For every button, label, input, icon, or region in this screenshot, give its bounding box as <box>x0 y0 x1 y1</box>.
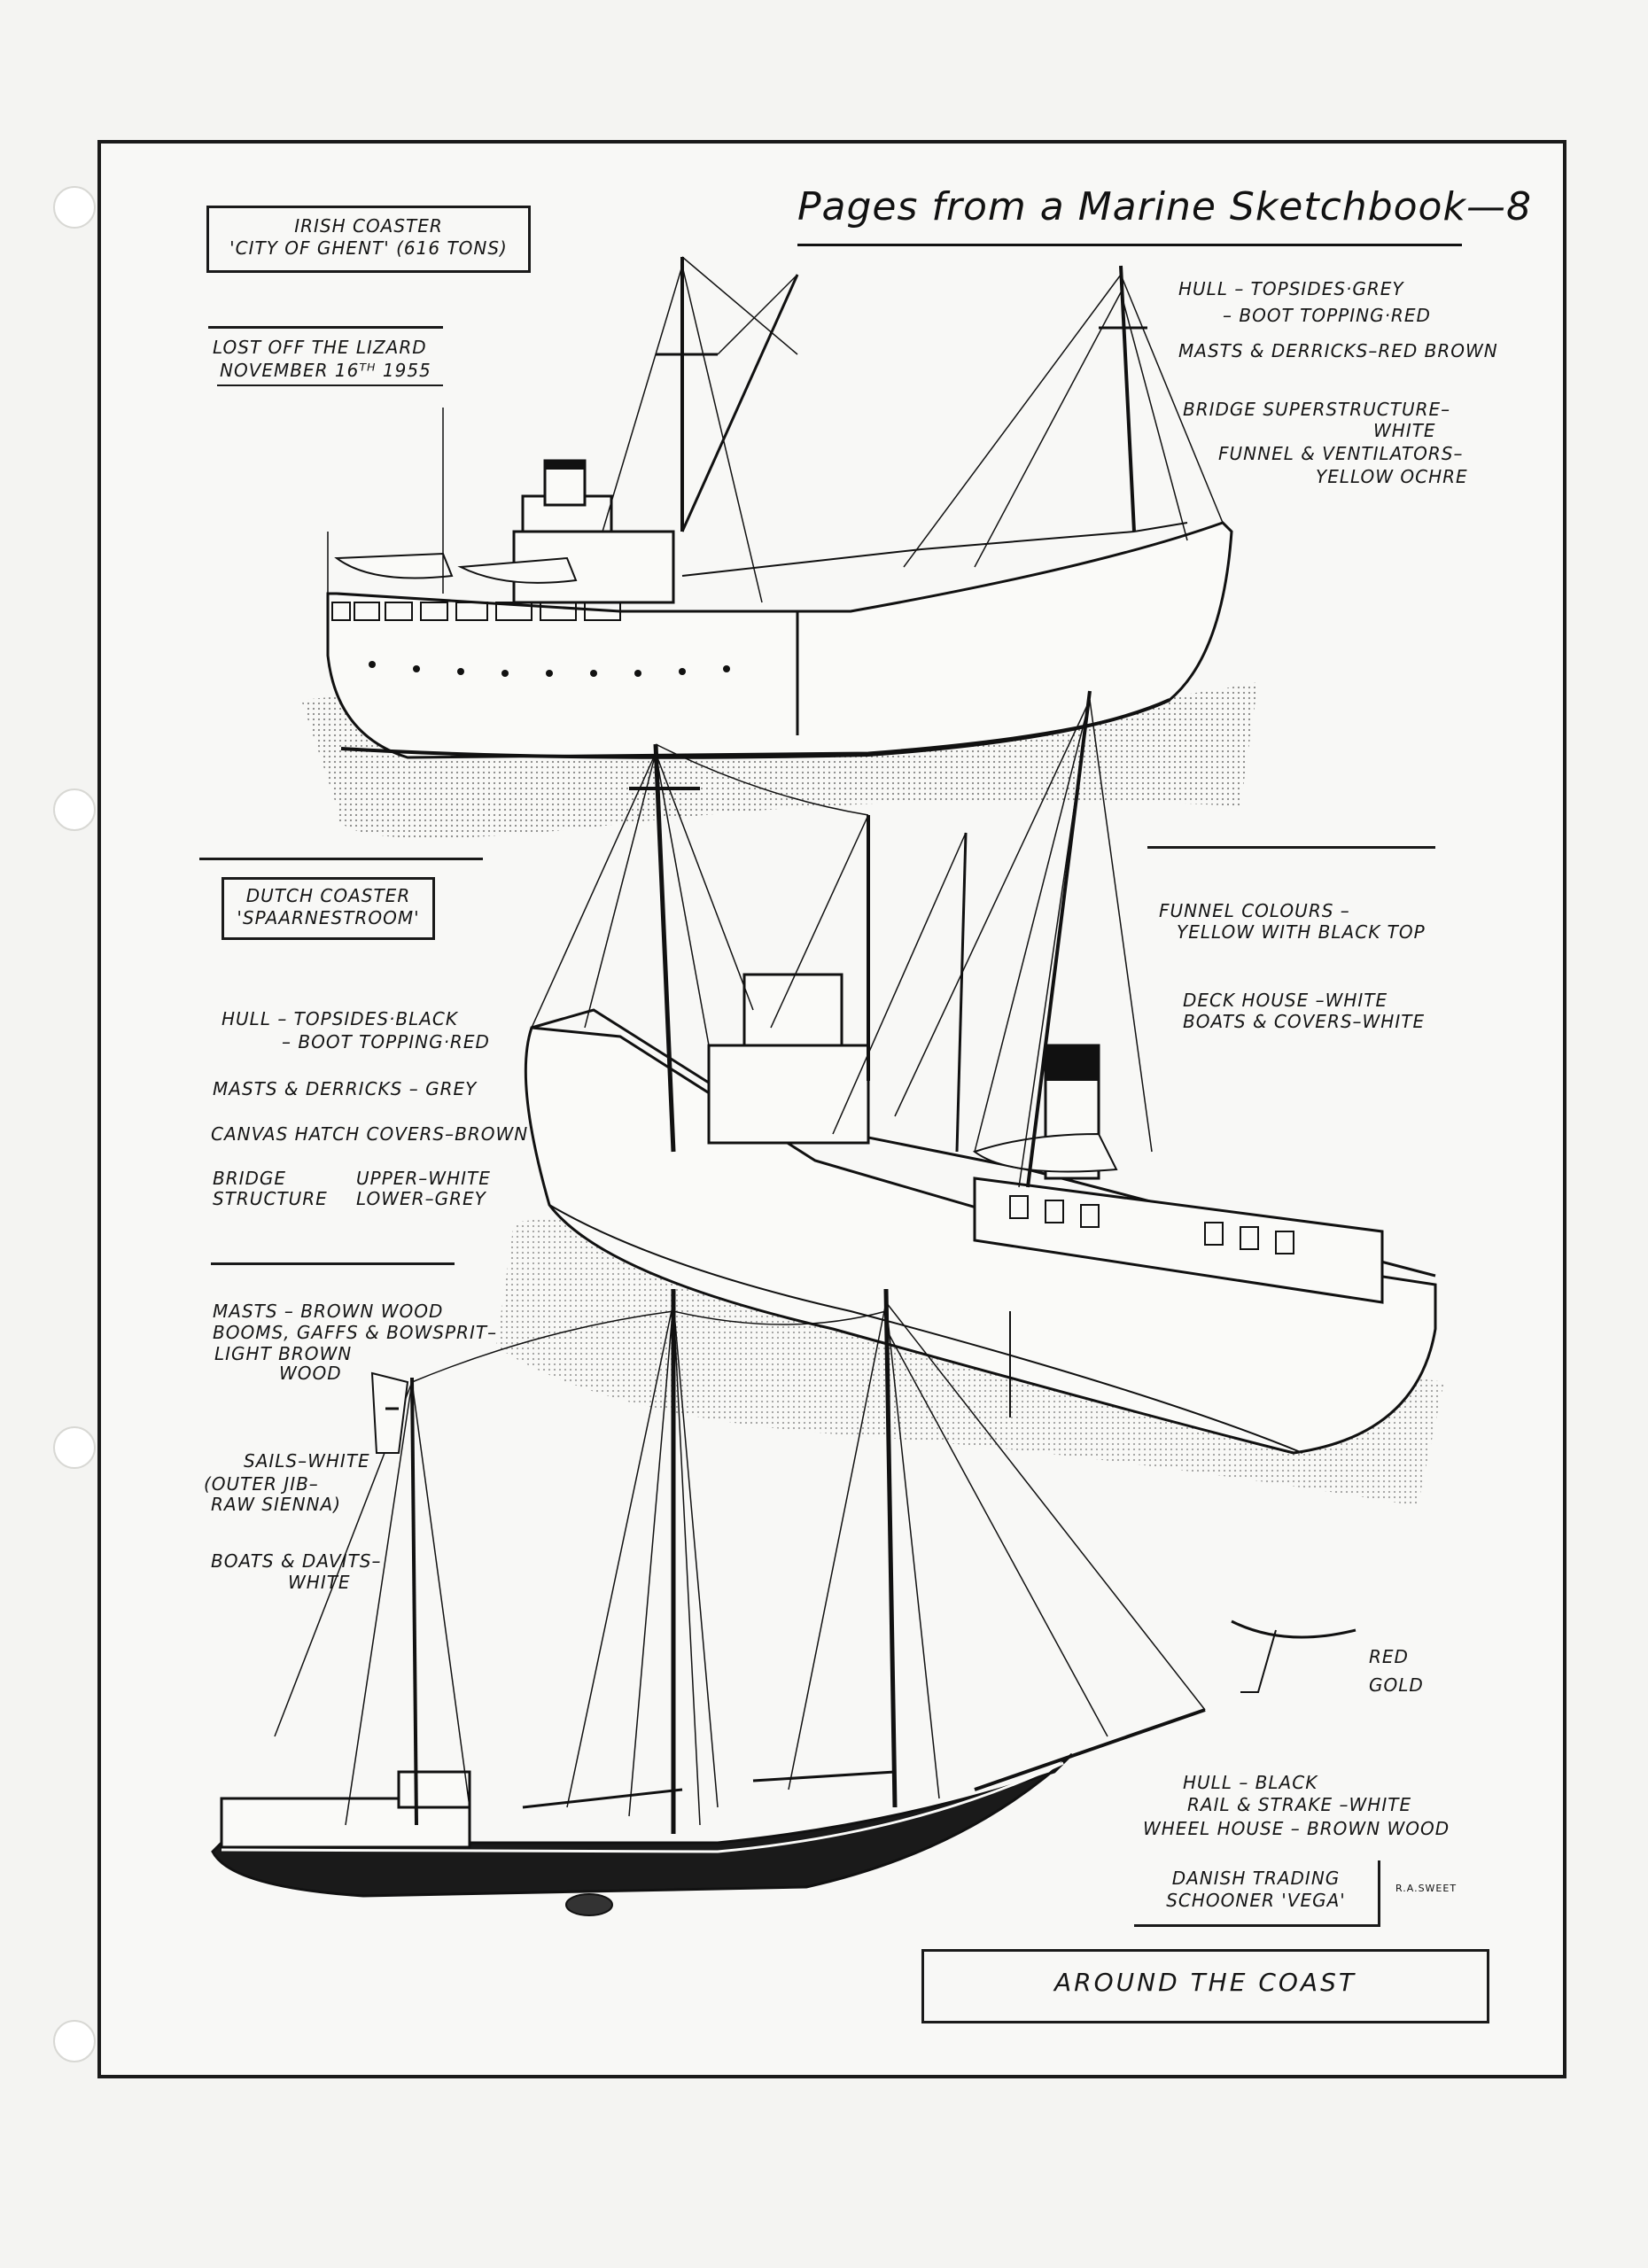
irish-note-masts: MASTS & DERRICKS–RED BROWN <box>1178 340 1498 361</box>
dutch-coaster-illustration <box>496 690 1444 1506</box>
dutch-note-hull-1: HULL – TOPSIDES·BLACK <box>222 1008 459 1029</box>
dutch-note-hatch: CANVAS HATCH COVERS–BROWN <box>211 1123 529 1145</box>
irish-note-funnel-1: FUNNEL & VENTILATORS– <box>1218 443 1464 464</box>
footer-caption-box: AROUND THE COAST <box>921 1949 1489 2023</box>
danish-schooner-name-line1: DANISH TRADING <box>1171 1868 1341 1889</box>
danish-note-figurehead-gold: GOLD <box>1369 1674 1424 1696</box>
irish-coaster-illustration <box>301 256 1258 838</box>
irish-note-bridge-2: WHITE <box>1373 420 1436 441</box>
artist-signature: R.A.SWEET <box>1395 1883 1458 1894</box>
page-title: Pages from a Marine Sketchbook—8 <box>797 184 1532 229</box>
divider-rule <box>1147 846 1435 849</box>
binder-hole <box>53 1426 96 1469</box>
dutch-note-bridge-lower: LOWER–GREY <box>356 1188 486 1209</box>
title-underline <box>797 244 1462 246</box>
irish-note-funnel-2: YELLOW OCHRE <box>1316 466 1468 487</box>
dutch-note-masts: MASTS & DERRICKS – GREY <box>213 1078 478 1099</box>
divider-rule <box>199 858 483 860</box>
dutch-note-deck-1: DECK HOUSE –WHITE <box>1183 990 1388 1011</box>
dutch-note-bridge-upper: UPPER–WHITE <box>356 1168 491 1189</box>
danish-schooner-name-line2: SCHOONER 'VEGA' <box>1166 1890 1346 1911</box>
irish-lost-line2: NOVEMBER 16ᵀᴴ 1955 <box>220 360 431 381</box>
danish-note-masts-3: LIGHT BROWN <box>214 1343 353 1364</box>
divider-rule <box>211 1262 455 1265</box>
danish-schooner-illustration <box>211 1288 1356 1916</box>
irish-coaster-name-box: IRISH COASTER 'CITY OF GHENT' (616 TONS) <box>206 206 531 273</box>
dutch-note-bridge-a: BRIDGE <box>213 1168 287 1189</box>
footer-caption: AROUND THE COAST <box>1054 1968 1356 1997</box>
danish-note-sails-2: (OUTER JIB– <box>204 1473 319 1495</box>
divider-rule <box>208 326 443 329</box>
danish-note-hull: HULL – BLACK <box>1183 1772 1318 1793</box>
irish-note-hull-1: HULL – TOPSIDES·GREY <box>1178 278 1404 299</box>
binder-hole <box>53 788 96 831</box>
dutch-coaster-name-box: DUTCH COASTER 'SPAARNESTROOM' <box>222 877 435 940</box>
irish-coaster-name-line1: IRISH COASTER <box>294 215 443 237</box>
dutch-note-deck-2: BOATS & COVERS–WHITE <box>1183 1011 1426 1032</box>
danish-note-masts-1: MASTS – BROWN WOOD <box>213 1301 444 1322</box>
danish-note-wheel: WHEEL HOUSE – BROWN WOOD <box>1143 1818 1450 1839</box>
danish-note-sails-3: RAW SIENNA) <box>211 1494 341 1515</box>
danish-note-rail: RAIL & STRAKE –WHITE <box>1187 1794 1412 1815</box>
dutch-note-hull-2: – BOOT TOPPING·RED <box>282 1031 490 1052</box>
danish-schooner-name-box: DANISH TRADING SCHOONER 'VEGA' <box>1134 1860 1380 1927</box>
dutch-note-funnel-1: FUNNEL COLOURS – <box>1159 900 1350 921</box>
danish-note-figurehead-red: RED <box>1369 1646 1409 1667</box>
irish-coaster-name-line2: 'CITY OF GHENT' (616 TONS) <box>229 237 508 259</box>
irish-note-bridge-1: BRIDGE SUPERSTRUCTURE– <box>1183 399 1451 420</box>
danish-note-masts-4: WOOD <box>279 1363 342 1384</box>
dutch-note-funnel-2: YELLOW WITH BLACK TOP <box>1177 921 1426 943</box>
divider-rule <box>217 384 443 386</box>
irish-note-hull-2: – BOOT TOPPING·RED <box>1223 305 1431 326</box>
danish-note-boats-1: BOATS & DAVITS– <box>211 1550 382 1572</box>
binder-hole <box>53 2020 96 2062</box>
irish-lost-line1: LOST OFF THE LIZARD <box>213 337 427 358</box>
dutch-coaster-name-line1: DUTCH COASTER <box>245 885 411 906</box>
dutch-note-bridge-b: STRUCTURE <box>213 1188 328 1209</box>
binder-hole <box>53 186 96 229</box>
danish-note-sails-1: SAILS–WHITE <box>244 1450 370 1472</box>
danish-note-boats-2: WHITE <box>288 1572 351 1593</box>
danish-note-masts-2: BOOMS, GAFFS & BOWSPRIT– <box>213 1322 498 1343</box>
dutch-coaster-name-line2: 'SPAARNESTROOM' <box>237 907 420 928</box>
